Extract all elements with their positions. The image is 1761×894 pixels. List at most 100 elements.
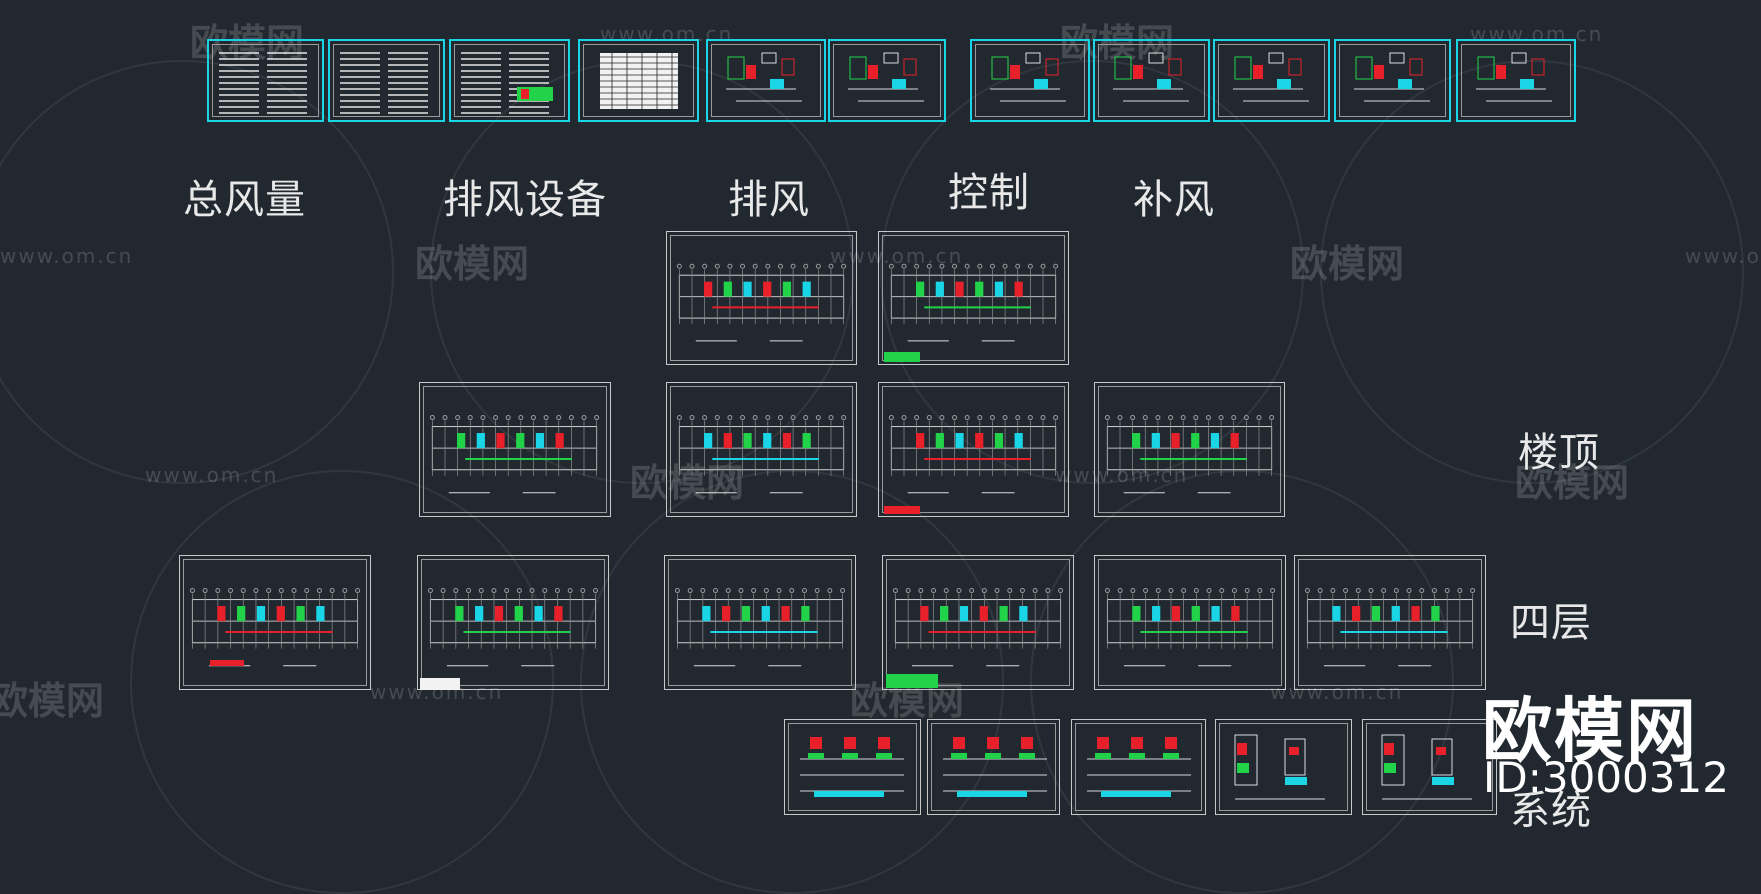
drawing-mark bbox=[478, 588, 484, 594]
drawing-mark bbox=[808, 753, 824, 759]
sheet-4f-control[interactable] bbox=[882, 555, 1074, 690]
drawing-mark bbox=[1477, 56, 1495, 80]
sheet-system-5[interactable] bbox=[1362, 719, 1497, 815]
drawing-mark bbox=[964, 263, 970, 269]
sheet-design-notes-2[interactable] bbox=[328, 39, 445, 122]
drawing-mark bbox=[1269, 415, 1275, 421]
drawing-mark bbox=[555, 433, 564, 449]
drawing-mark bbox=[844, 737, 856, 749]
sheet-roof-exhaust-plan[interactable] bbox=[666, 382, 857, 517]
drawing-mark bbox=[940, 606, 949, 622]
drawing-mark bbox=[743, 281, 752, 297]
drawing-mark bbox=[1171, 433, 1180, 449]
drawing-mark bbox=[1243, 415, 1249, 421]
drawing-mark bbox=[1511, 52, 1527, 64]
drawing-mark bbox=[916, 281, 925, 297]
drawing-mark bbox=[1015, 415, 1021, 421]
sheet-4f-exhaust-equipment[interactable] bbox=[417, 555, 609, 690]
sheet-design-notes-1[interactable] bbox=[207, 39, 324, 122]
drawing-mark bbox=[1210, 433, 1220, 449]
drawing-mark bbox=[1237, 763, 1249, 773]
drawing-mark bbox=[840, 588, 846, 594]
drawing-mark bbox=[296, 606, 305, 622]
sheet-system-2[interactable] bbox=[927, 719, 1060, 815]
drawing-mark bbox=[738, 588, 744, 594]
drawing-mark bbox=[1053, 415, 1059, 421]
sheet-system-3[interactable] bbox=[1071, 719, 1206, 815]
drawing-mark bbox=[975, 433, 984, 449]
sheet-detail-4[interactable] bbox=[1093, 39, 1210, 122]
sheet-4f-extra[interactable] bbox=[1294, 555, 1486, 690]
drawing-mark bbox=[951, 753, 967, 759]
drawing-mark bbox=[1432, 777, 1454, 785]
drawing-mark bbox=[1496, 65, 1506, 79]
drawing-mark bbox=[1231, 588, 1237, 594]
drawing-mark bbox=[1025, 52, 1041, 64]
sheet-detail-3[interactable] bbox=[970, 39, 1090, 122]
drawing-mark bbox=[467, 415, 473, 421]
sheet-roof-exhaust[interactable] bbox=[666, 231, 857, 365]
drawing-mark bbox=[1168, 415, 1174, 421]
drawing-mark bbox=[1143, 588, 1149, 594]
drawing-mark bbox=[920, 606, 929, 622]
drawing-mark bbox=[953, 737, 965, 749]
drawing-mark bbox=[1019, 753, 1035, 759]
sheet-detail-7[interactable] bbox=[1456, 39, 1576, 122]
drawing-mark bbox=[802, 281, 811, 297]
drawing-mark bbox=[1211, 606, 1220, 622]
drawing-mark bbox=[763, 433, 772, 449]
drawing-mark bbox=[714, 415, 720, 421]
sheet-detail-6[interactable] bbox=[1334, 39, 1451, 122]
drawing-mark bbox=[1384, 763, 1396, 773]
drawing-mark bbox=[903, 58, 917, 76]
drawing-mark bbox=[1168, 58, 1182, 76]
sheet-detail-1[interactable] bbox=[706, 39, 826, 122]
label-exhaust-equipment: 排风设备 bbox=[443, 177, 607, 223]
sheet-detail-5[interactable] bbox=[1213, 39, 1330, 122]
drawing-mark bbox=[1027, 263, 1033, 269]
drawing-mark bbox=[493, 415, 499, 421]
sheet-detail-2[interactable] bbox=[828, 39, 946, 122]
drawing-mark bbox=[1101, 791, 1171, 797]
drawing-mark bbox=[888, 263, 894, 269]
drawing-mark bbox=[1230, 433, 1239, 449]
drawing-mark bbox=[543, 415, 549, 421]
drawing-mark bbox=[1171, 606, 1181, 622]
sheet-roof-control[interactable] bbox=[878, 231, 1069, 365]
drawing-mark bbox=[765, 415, 771, 421]
drawing-mark bbox=[878, 737, 890, 749]
drawing-mark bbox=[278, 588, 284, 594]
sheet-equipment-table[interactable] bbox=[578, 39, 699, 122]
sheet-4f-makeup-air[interactable] bbox=[1094, 555, 1286, 690]
drawing-mark bbox=[676, 415, 682, 421]
drawing-mark bbox=[1034, 79, 1048, 89]
drawing-mark bbox=[723, 433, 732, 449]
drawing-mark bbox=[770, 79, 784, 89]
drawing-mark bbox=[743, 433, 752, 449]
drawing-mark bbox=[1317, 588, 1323, 594]
drawing-mark bbox=[1304, 588, 1310, 594]
drawing-mark bbox=[1381, 734, 1405, 786]
drawing-mark bbox=[554, 606, 563, 622]
sheet-system-1[interactable] bbox=[784, 719, 921, 815]
sheet-system-4[interactable] bbox=[1215, 719, 1352, 815]
drawing-mark bbox=[202, 588, 208, 594]
drawing-mark bbox=[1040, 263, 1046, 269]
drawing-mark bbox=[1419, 588, 1425, 594]
drawing-mark bbox=[905, 588, 911, 594]
label-total-air-volume: 总风量 bbox=[183, 177, 306, 223]
drawing-mark bbox=[556, 415, 562, 421]
drawing-mark bbox=[841, 415, 847, 421]
sheet-4f-exhaust[interactable] bbox=[664, 555, 856, 690]
drawing-mark bbox=[781, 606, 790, 622]
sheet-design-notes-3[interactable] bbox=[449, 39, 570, 122]
sheet-roof-makeup-air-plan[interactable] bbox=[1094, 382, 1285, 517]
sheet-roof-control-plan[interactable] bbox=[878, 382, 1069, 517]
drawing-mark bbox=[217, 606, 226, 622]
sheet-4f-total-air-volume[interactable] bbox=[179, 555, 371, 690]
drawing-mark bbox=[1132, 433, 1141, 449]
drawing-mark bbox=[955, 433, 964, 449]
sheet-roof-exhaust-equipment[interactable] bbox=[419, 382, 611, 517]
drawing-mark bbox=[977, 415, 983, 421]
